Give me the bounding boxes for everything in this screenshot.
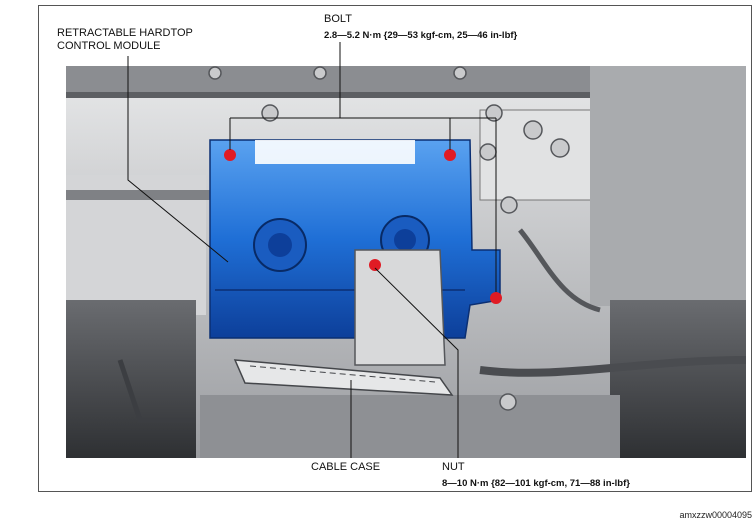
bolt-icon [500,196,518,214]
cable-case-label: CABLE CASE [311,461,381,473]
bolt-icon [485,104,503,122]
module-label: RETRACTABLE HARDTOP CONTROL MODULE [57,27,193,53]
leader-lines [127,42,497,458]
nut-marker-icon [369,259,381,271]
nut-leader [374,267,459,458]
bolt-icon [550,138,570,158]
module-leader [127,56,229,263]
bolt-icon [208,66,222,80]
figure-code: amxzzw00004095 [679,510,752,520]
nut-torque-spec: 8—10 N·m {82—101 kgf-cm, 71—88 in-lbf} [442,478,630,489]
bolt-label: BOLT [324,13,352,25]
bolt-torque-spec: 2.8—5.2 N·m {29—53 kgf-cm, 25—46 in-lbf} [324,30,518,41]
bolt-marker-icon [490,292,502,304]
chassis-fasteners [208,66,570,411]
nut-label: NUT [442,461,465,473]
bolt-icon [499,393,517,411]
nut-bracket [354,249,446,366]
bolt-icon [261,104,279,122]
cable-case [233,359,454,396]
bolt-marker-icon [224,149,236,161]
bolt-icon [479,143,497,161]
bolt-icon [313,66,327,80]
module-label-line2: CONTROL MODULE [57,40,161,52]
bolt-marker-icon [444,149,456,161]
torque-markers [224,149,502,304]
bolt-icon [523,120,543,140]
module-label-line1: RETRACTABLE HARDTOP [57,27,193,39]
bolt-icon [453,66,467,80]
